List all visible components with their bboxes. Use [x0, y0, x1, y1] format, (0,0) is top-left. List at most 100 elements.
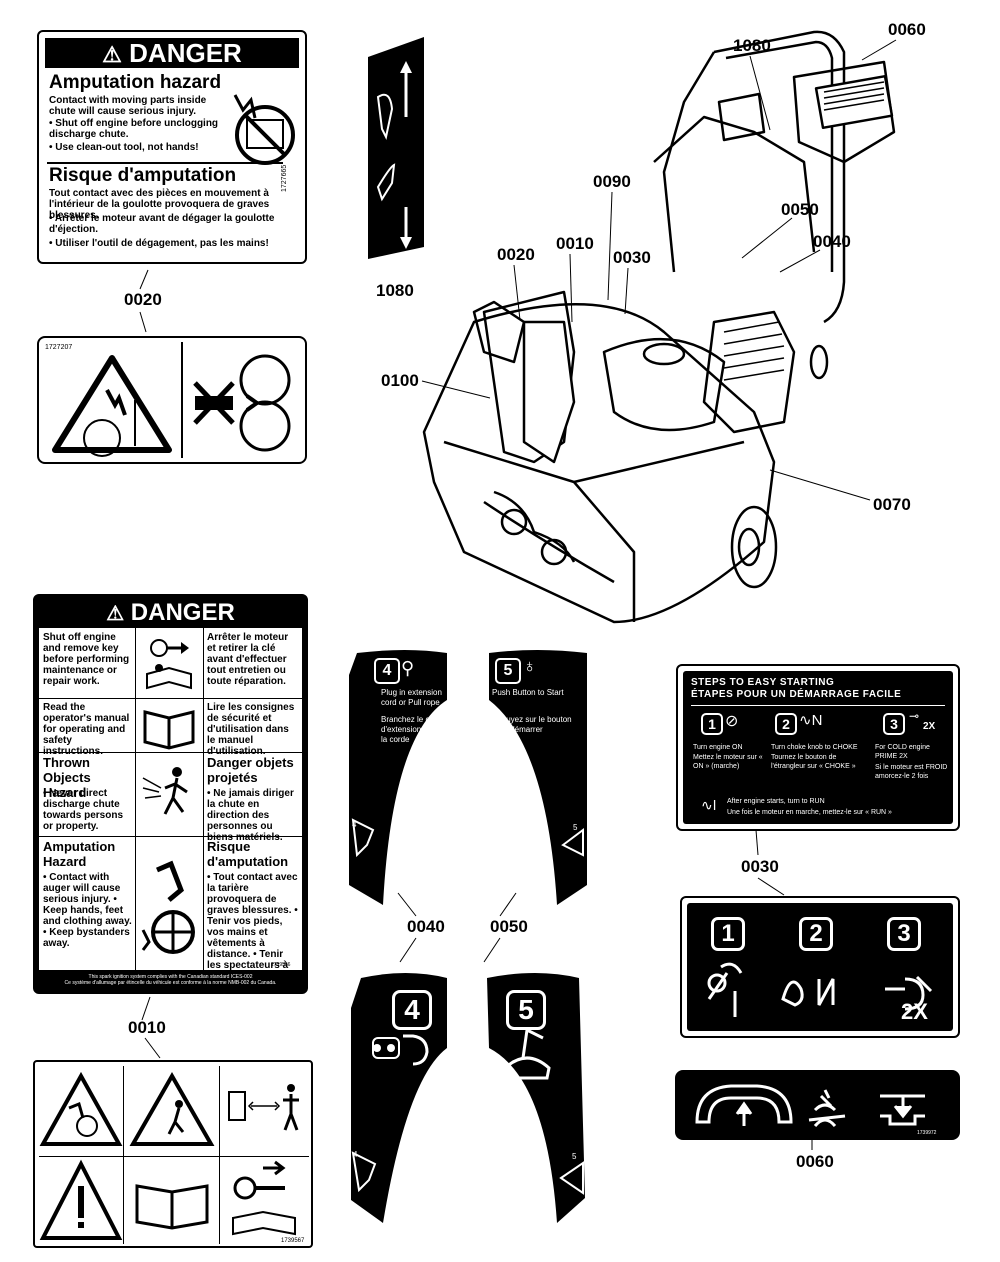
step2-badge: 2 — [799, 917, 833, 951]
after-start-en: After engine starts, turn to RUN — [727, 798, 825, 805]
danger-header-text: DANGER — [129, 38, 242, 68]
step1-badge: 1 — [701, 713, 723, 735]
row2-fr: Lire les consignes de sécurité et d'util… — [207, 702, 295, 757]
part-number: 1727207 — [45, 344, 73, 351]
danger-table: Shut off engine and remove key before pe… — [39, 628, 302, 982]
step1-en: Turn engine ON — [693, 744, 743, 751]
bullet-fr-2: • Utiliser l'outil de dégagement, pas le… — [49, 238, 269, 249]
callout-0030-right: 0030 — [741, 857, 779, 876]
danger-header: ⚠ DANGER — [45, 38, 299, 68]
callout-0100: 0100 — [381, 371, 419, 390]
corner-number: 4 — [352, 820, 357, 829]
row3-fr: • Ne jamais diriger la chute en directio… — [207, 788, 294, 843]
row4-title-fr: Risque d'amputation — [207, 839, 289, 869]
callout-0040-mid: 0040 — [407, 917, 445, 936]
step-badge: 4 — [392, 990, 432, 1030]
decal-0050-large-shape — [487, 973, 585, 1223]
decal-0030-icons: 1 2 3 2X — [680, 896, 960, 1038]
decal-0040-shape — [349, 650, 447, 905]
body-en: Contact with moving parts inside chute w… — [49, 95, 207, 117]
keep-distance-icon — [228, 1084, 299, 1131]
decal-0020-icons: 1727207 — [37, 336, 307, 464]
choke-icon: ∿N — [799, 712, 823, 729]
danger-header-text: DANGER — [130, 599, 235, 626]
footer-note: This spark ignition system complies with… — [35, 974, 306, 986]
step2-en: Turn choke knob to CHOKE — [771, 744, 858, 751]
decal-0010-icons: 1739567 — [33, 1060, 313, 1248]
row1-fr: Arrêter le moteur et retirer la clé avan… — [207, 632, 289, 687]
chute-hazard-triangle-icon — [52, 355, 172, 457]
row3-en: • Never direct discharge chute towards p… — [43, 788, 124, 832]
read-manual-icon — [143, 710, 195, 750]
callout-0030-top: 0030 — [613, 248, 651, 267]
step3-fr: Si le moteur est FROID amorcez-le 2 fois — [875, 764, 948, 780]
hand-in-chute-icon — [233, 94, 295, 165]
callout-0020-left: 0020 — [124, 290, 162, 309]
step1-fr: Mettez le moteur sur « ON » (marche) — [693, 754, 763, 770]
row4-en: • Contact with auger will cause serious … — [43, 872, 132, 949]
text-en: Plug in extension cord or Pull rope — [381, 688, 442, 707]
decal-body: 1 2 3 2X — [687, 903, 953, 1031]
part-number: 1727665 — [281, 164, 288, 192]
no-hands-rotating-parts-icon — [193, 354, 291, 452]
callout-0010-left: 0010 — [128, 1018, 166, 1037]
danger-header: ⚠ DANGER — [35, 600, 306, 626]
body-fr: Tout contact avec des pièces en mouvemen… — [49, 188, 270, 221]
decal-0030-text: STEPS TO EASY STARTING ÉTAPES POUR UN DÉ… — [676, 664, 960, 831]
row2-en: Read the operator's manual for operating… — [43, 702, 130, 757]
step3-badge: 3 — [883, 713, 905, 735]
step-badge: 4 — [374, 658, 400, 684]
after-start-fr: Une fois le moteur en marche, mettez-le … — [727, 809, 892, 816]
step-badge: 5 — [495, 658, 521, 684]
plug-icon: ⚲ — [401, 658, 415, 678]
footer-fr: Ce système d'allumage par étincelle du v… — [64, 980, 277, 986]
callout-0090: 0090 — [593, 172, 631, 191]
row3-title-en: Thrown Objects Hazard — [43, 755, 91, 800]
text-fr: Appuyez sur le bouton pour démarrer — [492, 715, 572, 734]
bullet-fr-1: • Arrêter le moteur avant de dégager la … — [49, 213, 275, 235]
step-badge: 5 — [506, 990, 546, 1030]
thrown-objects-icon — [142, 767, 188, 815]
row4-fr: • Tout contact avec la tarière provoquer… — [207, 872, 298, 982]
callout-0010-top: 0010 — [556, 234, 594, 253]
primer-icon: ⊸ — [909, 709, 920, 723]
step3-en: For COLD engine PRIME 2X — [875, 744, 930, 760]
title-en: STEPS TO EASY STARTING — [691, 677, 835, 688]
step2-badge: 2 — [775, 713, 797, 735]
bullet-en-1: • Shut off engine before unclogging disc… — [49, 118, 219, 140]
decal-1080-chute — [368, 37, 424, 259]
text-en: Push Button to Start — [492, 688, 564, 697]
title-en: Amputation hazard — [49, 72, 222, 93]
prime-count-badge: 2X — [901, 999, 928, 1024]
part-number: 1739566 — [271, 962, 291, 968]
bail-engage-icons — [695, 1084, 925, 1128]
general-warning-triangle-icon — [39, 1159, 123, 1240]
decal-0060-bar: 1739972 — [675, 1070, 960, 1140]
manual-book-icon — [135, 1184, 209, 1230]
footer-en: This spark ignition system complies with… — [88, 974, 253, 980]
callout-0050-mid: 0050 — [490, 917, 528, 936]
decal-0040-large-shape — [351, 973, 447, 1223]
decal-0020-danger: ⚠ DANGER Amputation hazard Contact with … — [37, 30, 307, 264]
run-choke-icon: ∿ǀ — [701, 797, 717, 813]
corner-number: 4 — [353, 1150, 358, 1159]
on-switch-icon: ⊘ — [725, 713, 739, 730]
row4-title-en: Amputation Hazard — [43, 839, 116, 869]
decal-0050-shape — [489, 650, 587, 905]
snow-blower-illustration — [422, 30, 896, 624]
callout-0070: 0070 — [873, 495, 911, 514]
step1-badge: 1 — [711, 917, 745, 951]
title-fr: ÉTAPES POUR UN DÉMARRAGE FACILE — [691, 689, 902, 700]
warning-triangle-icon: ⚠ — [102, 42, 122, 67]
title-fr: Risque d'amputation — [49, 165, 237, 186]
row3-title-fr: Danger objets projetés — [207, 755, 294, 785]
key-manual-icon — [146, 639, 192, 690]
text-fr: Branchez le cordon d'extension ou tirer … — [381, 715, 450, 744]
bullet-en-2: • Use clean-out tool, not hands! — [49, 142, 199, 153]
push-button-icon: ♁ — [523, 656, 537, 676]
decal-0010-danger: ⚠ DANGER Shut off engine and remove key … — [33, 594, 308, 994]
decal-body: STEPS TO EASY STARTING ÉTAPES POUR UN DÉ… — [683, 671, 953, 824]
start-steps-icons — [707, 962, 933, 1017]
thrown-object-triangle-icon — [129, 1071, 215, 1146]
auger-amputation-icon — [141, 860, 195, 954]
